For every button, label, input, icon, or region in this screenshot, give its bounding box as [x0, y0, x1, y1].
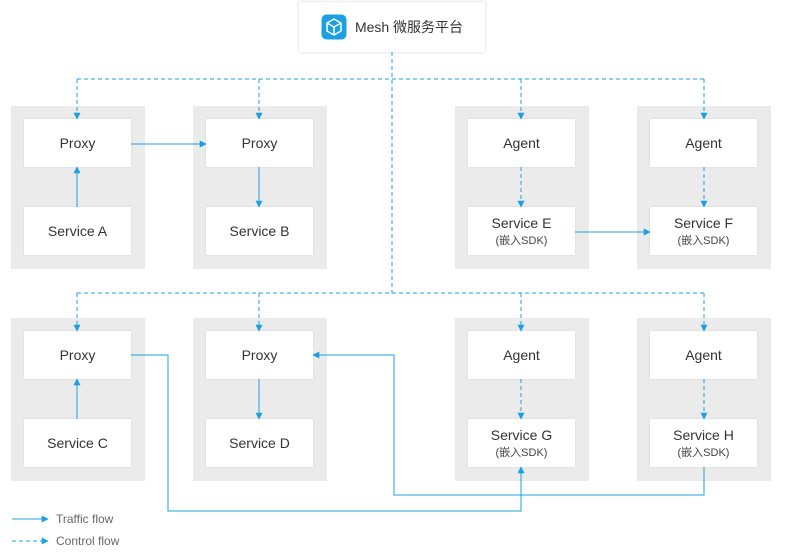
mesh-cube-icon — [321, 14, 347, 40]
control-flow-lines — [73, 52, 708, 420]
service-d-label: Service D — [229, 435, 290, 451]
legend-traffic-label: Traffic flow — [56, 512, 114, 526]
proxy-c: Proxy — [24, 331, 131, 379]
service-h-sub: (嵌入SDK) — [677, 446, 730, 459]
service-c: Service C — [24, 419, 131, 467]
service-f-label: Service F — [673, 214, 734, 231]
agent-h-label: Agent — [685, 347, 722, 363]
service-h: Service H (嵌入SDK) — [650, 419, 757, 467]
proxy-d: Proxy — [206, 331, 313, 379]
service-f-sub: (嵌入SDK) — [677, 234, 730, 247]
service-b: Service B — [206, 207, 313, 255]
proxy-c-label: Proxy — [59, 347, 96, 363]
service-d: Service D — [206, 419, 313, 467]
page-title: Mesh 微服务平台 — [354, 19, 464, 35]
service-e-sub: (嵌入SDK) — [495, 234, 548, 247]
proxy-b-label: Proxy — [241, 135, 278, 151]
service-a-label: Service A — [47, 223, 108, 239]
agent-g: Agent — [468, 331, 575, 379]
service-b-label: Service B — [229, 223, 290, 239]
agent-g-label: Agent — [503, 347, 540, 363]
agent-h: Agent — [650, 331, 757, 379]
traffic-proxy-c-to-service-g — [131, 354, 525, 512]
traffic-flow-lines — [73, 140, 705, 512]
proxy-a-label: Proxy — [59, 135, 96, 151]
legend-control-label: Control flow — [56, 534, 120, 548]
service-a: Service A — [24, 207, 131, 255]
traffic-service-h-to-proxy-d — [312, 351, 705, 496]
agent-f-label: Agent — [685, 135, 722, 151]
service-h-label: Service H — [673, 426, 734, 443]
service-g-label: Service G — [490, 426, 553, 443]
service-g-sub: (嵌入SDK) — [495, 446, 548, 459]
service-e-label: Service E — [491, 214, 552, 231]
service-c-label: Service C — [47, 435, 108, 451]
proxy-b: Proxy — [206, 119, 313, 167]
proxy-d-label: Proxy — [241, 347, 278, 363]
proxy-a: Proxy — [24, 119, 131, 167]
service-f: Service F (嵌入SDK) — [650, 207, 757, 255]
service-g: Service G (嵌入SDK) — [468, 419, 575, 467]
agent-e-label: Agent — [503, 135, 540, 151]
agent-e: Agent — [468, 119, 575, 167]
agent-f: Agent — [650, 119, 757, 167]
mesh-platform-node: Mesh 微服务平台 — [299, 2, 485, 52]
service-e: Service E (嵌入SDK) — [468, 207, 575, 255]
